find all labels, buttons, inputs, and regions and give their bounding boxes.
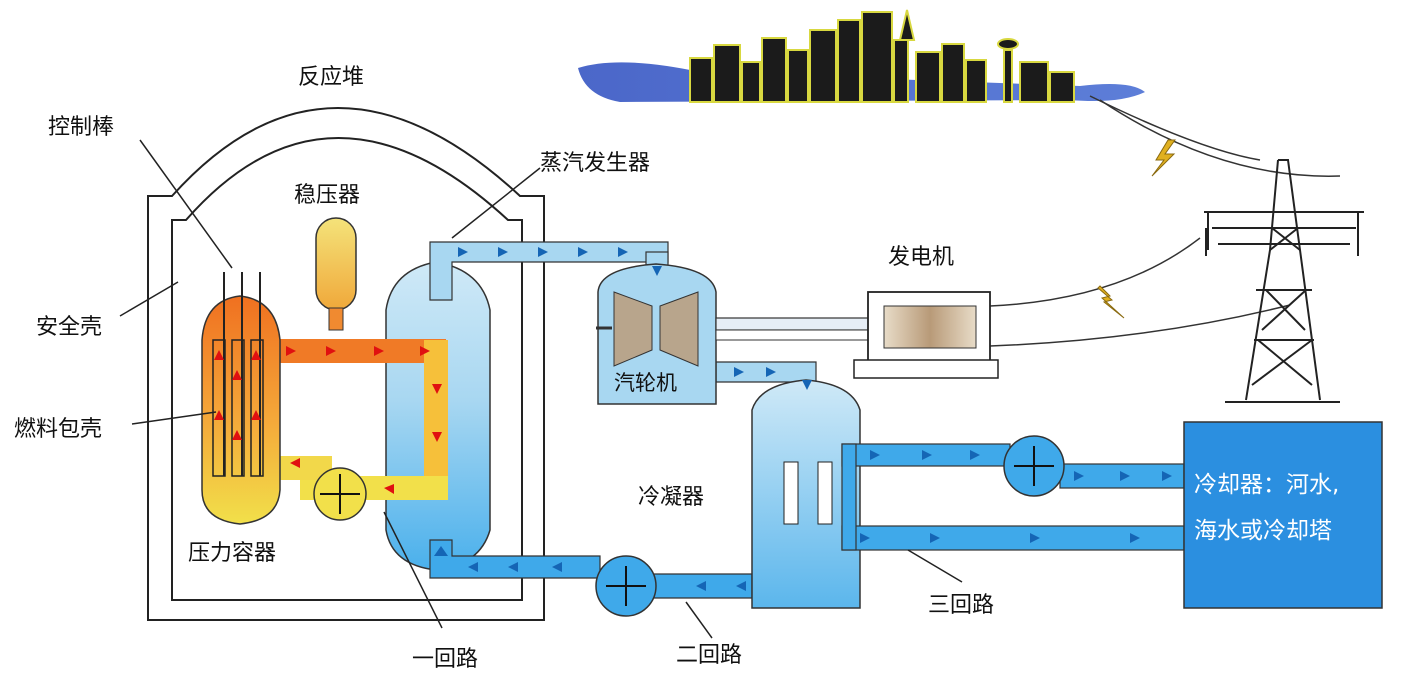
label-pressure-vessel: 压力容器: [188, 541, 276, 566]
label-cooler-line2: 海水或冷却塔: [1194, 518, 1332, 544]
label-condenser: 冷凝器: [638, 485, 704, 510]
reactor-pressure-vessel: [201, 272, 281, 525]
lightning-icon: [1097, 139, 1176, 319]
label-fuel-cladding: 燃料包壳: [14, 417, 102, 442]
hot-leg-pipe: [272, 339, 448, 500]
label-generator: 发电机: [888, 245, 954, 270]
pump-icon: [313, 467, 367, 521]
generator-icon: [853, 291, 999, 379]
label-loop3: 三回路: [928, 593, 994, 618]
cooler-box: [1183, 421, 1383, 609]
primary-flow-arrows: [214, 346, 442, 494]
label-steam-generator: 蒸汽发生器: [540, 151, 650, 176]
pump-icon: [595, 555, 657, 617]
label-control-rods: 控制棒: [48, 115, 114, 140]
label-loop1: 一回路: [412, 647, 478, 672]
tertiary-flow-arrows: [860, 450, 1172, 543]
label-cooler-line1: 冷却器：河水,: [1194, 472, 1339, 498]
pressurizer: [315, 217, 357, 331]
label-turbine: 汽轮机: [614, 371, 677, 395]
condenser: [751, 379, 861, 609]
city-skyline-icon: [578, 9, 1145, 103]
leader-lines: [119, 139, 963, 639]
pylon-icon: [1204, 159, 1364, 403]
label-pressurizer: 稳压器: [294, 183, 360, 208]
secondary-flow-arrows: [434, 247, 812, 591]
power-lines: [989, 95, 1341, 347]
label-loop2: 二回路: [676, 643, 742, 668]
label-containment: 安全壳: [36, 315, 102, 340]
generator-shaft: [715, 317, 887, 341]
pump-icon: [1003, 435, 1065, 497]
turbine-icon: [596, 263, 717, 405]
label-reactor: 反应堆: [298, 65, 364, 90]
